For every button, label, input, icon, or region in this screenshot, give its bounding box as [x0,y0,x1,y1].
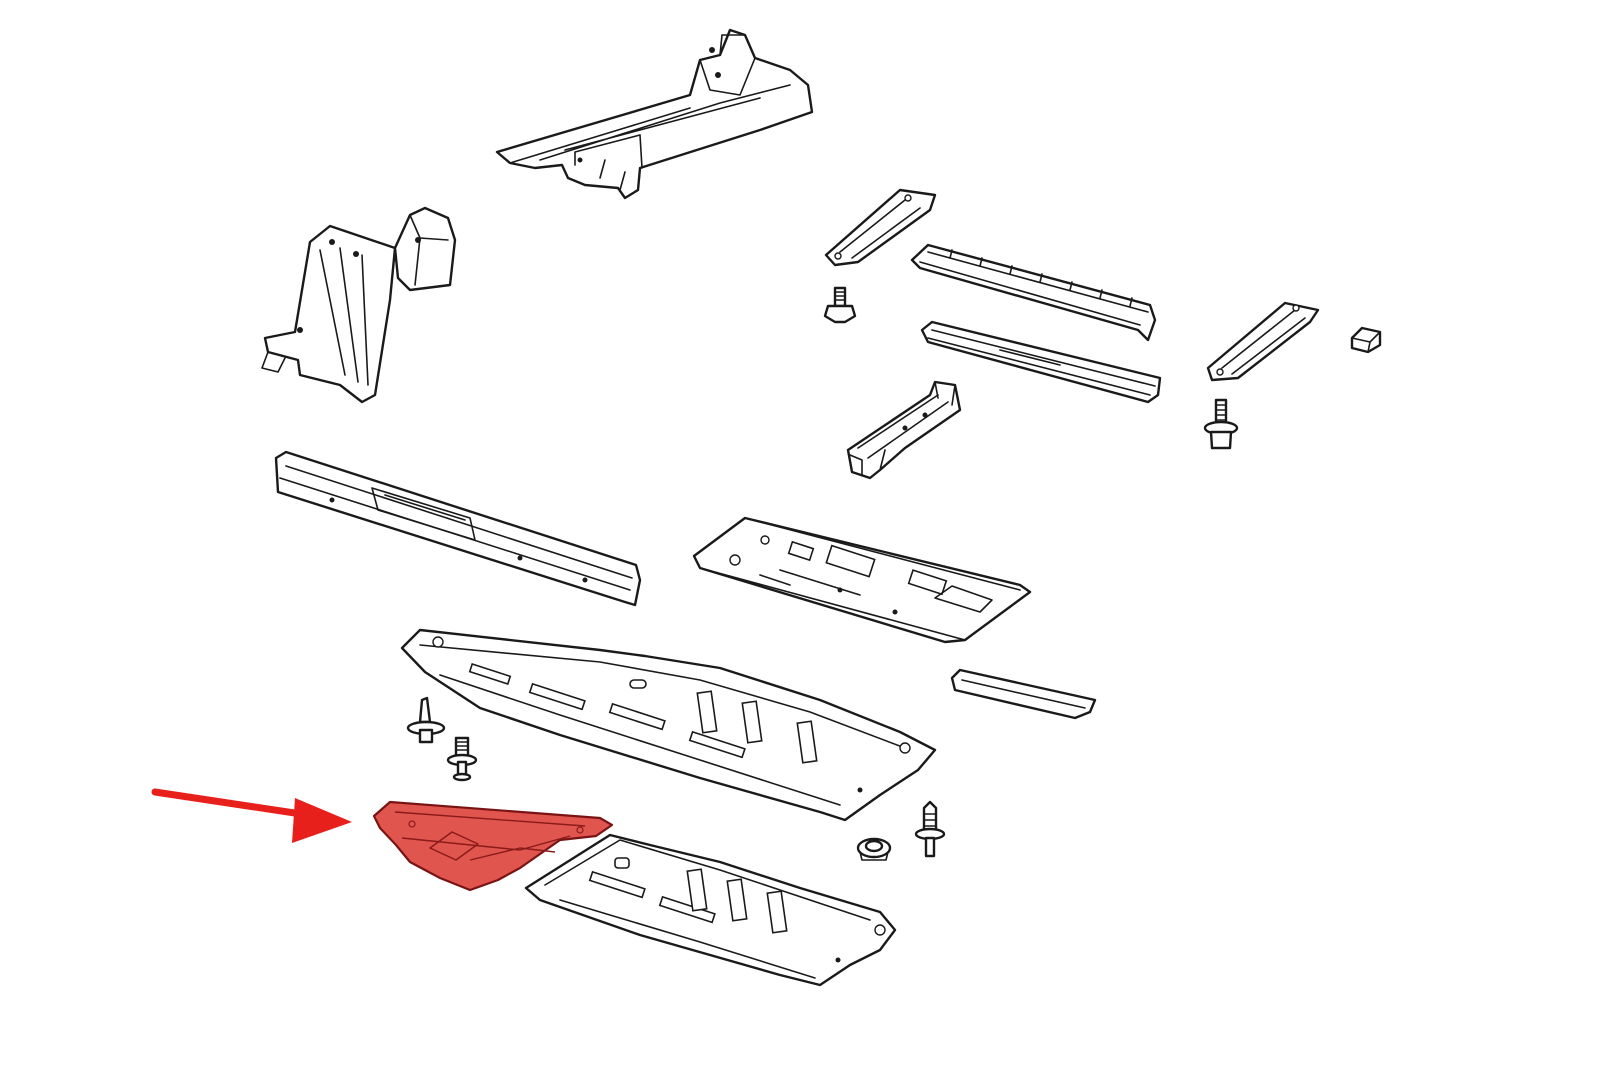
flange-nut [856,837,892,861]
side-sill-rail [274,450,642,607]
left-screw [406,696,446,744]
push-clip [914,800,946,858]
seat-mount-bracket [846,380,962,480]
right-flange-bolt [1203,398,1239,450]
front-side-bracket-assembly [261,206,457,404]
upper-underbody-shield [400,628,937,822]
short-crossmember-bracket-right [1206,301,1320,382]
center-floor-panel [692,516,1032,644]
lower-underbody-shield [524,833,897,987]
small-rear-bracket [950,668,1097,720]
red-pointer-arrow [151,788,352,843]
long-crossmember-rail-lower [920,320,1162,404]
long-crossmember-rail-upper [910,243,1157,342]
small-spacer-block [1350,326,1382,354]
highlighted-front-underbody-panel [372,800,614,892]
upper-bolt [823,286,857,324]
front-floor-pan-rail-assembly [495,28,814,200]
left-stud-bolt [446,736,478,782]
short-crossmember-bracket-upper [824,188,937,267]
